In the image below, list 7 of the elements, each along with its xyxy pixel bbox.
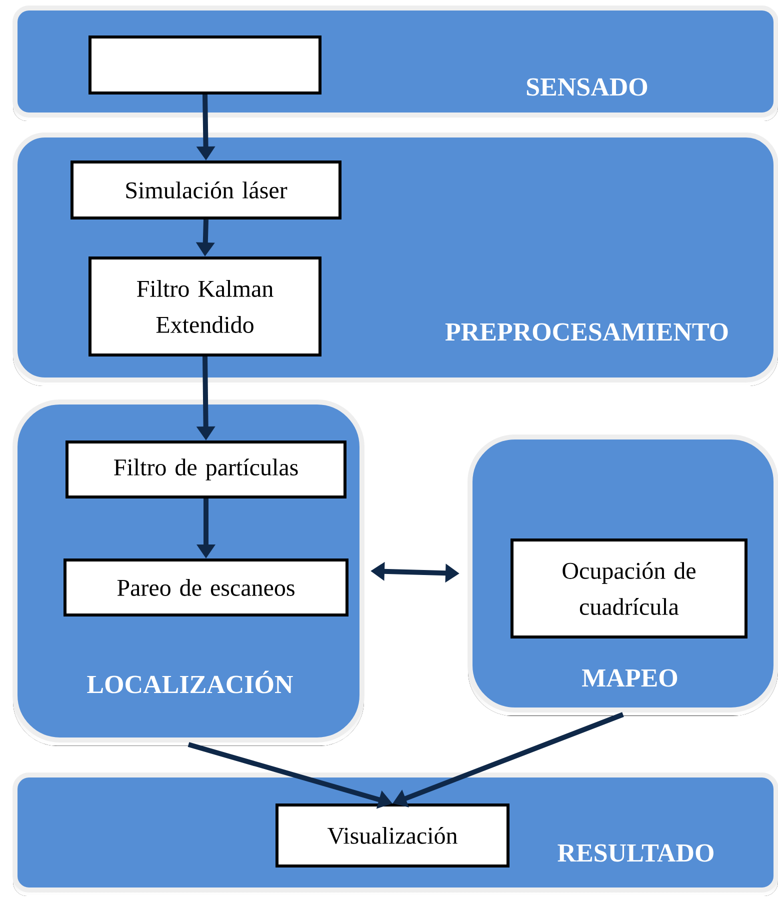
process-box: Filtro Kalman Extendido xyxy=(88,256,322,356)
process-box: Filtro de partículas xyxy=(66,440,346,498)
process-box: Visualización xyxy=(276,804,510,868)
process-box: Pareo de escaneos xyxy=(64,558,348,616)
process-box: Simulación láser xyxy=(70,160,342,220)
process-box: Ocupación de cuadrícula xyxy=(510,538,748,638)
process-box xyxy=(88,36,322,94)
